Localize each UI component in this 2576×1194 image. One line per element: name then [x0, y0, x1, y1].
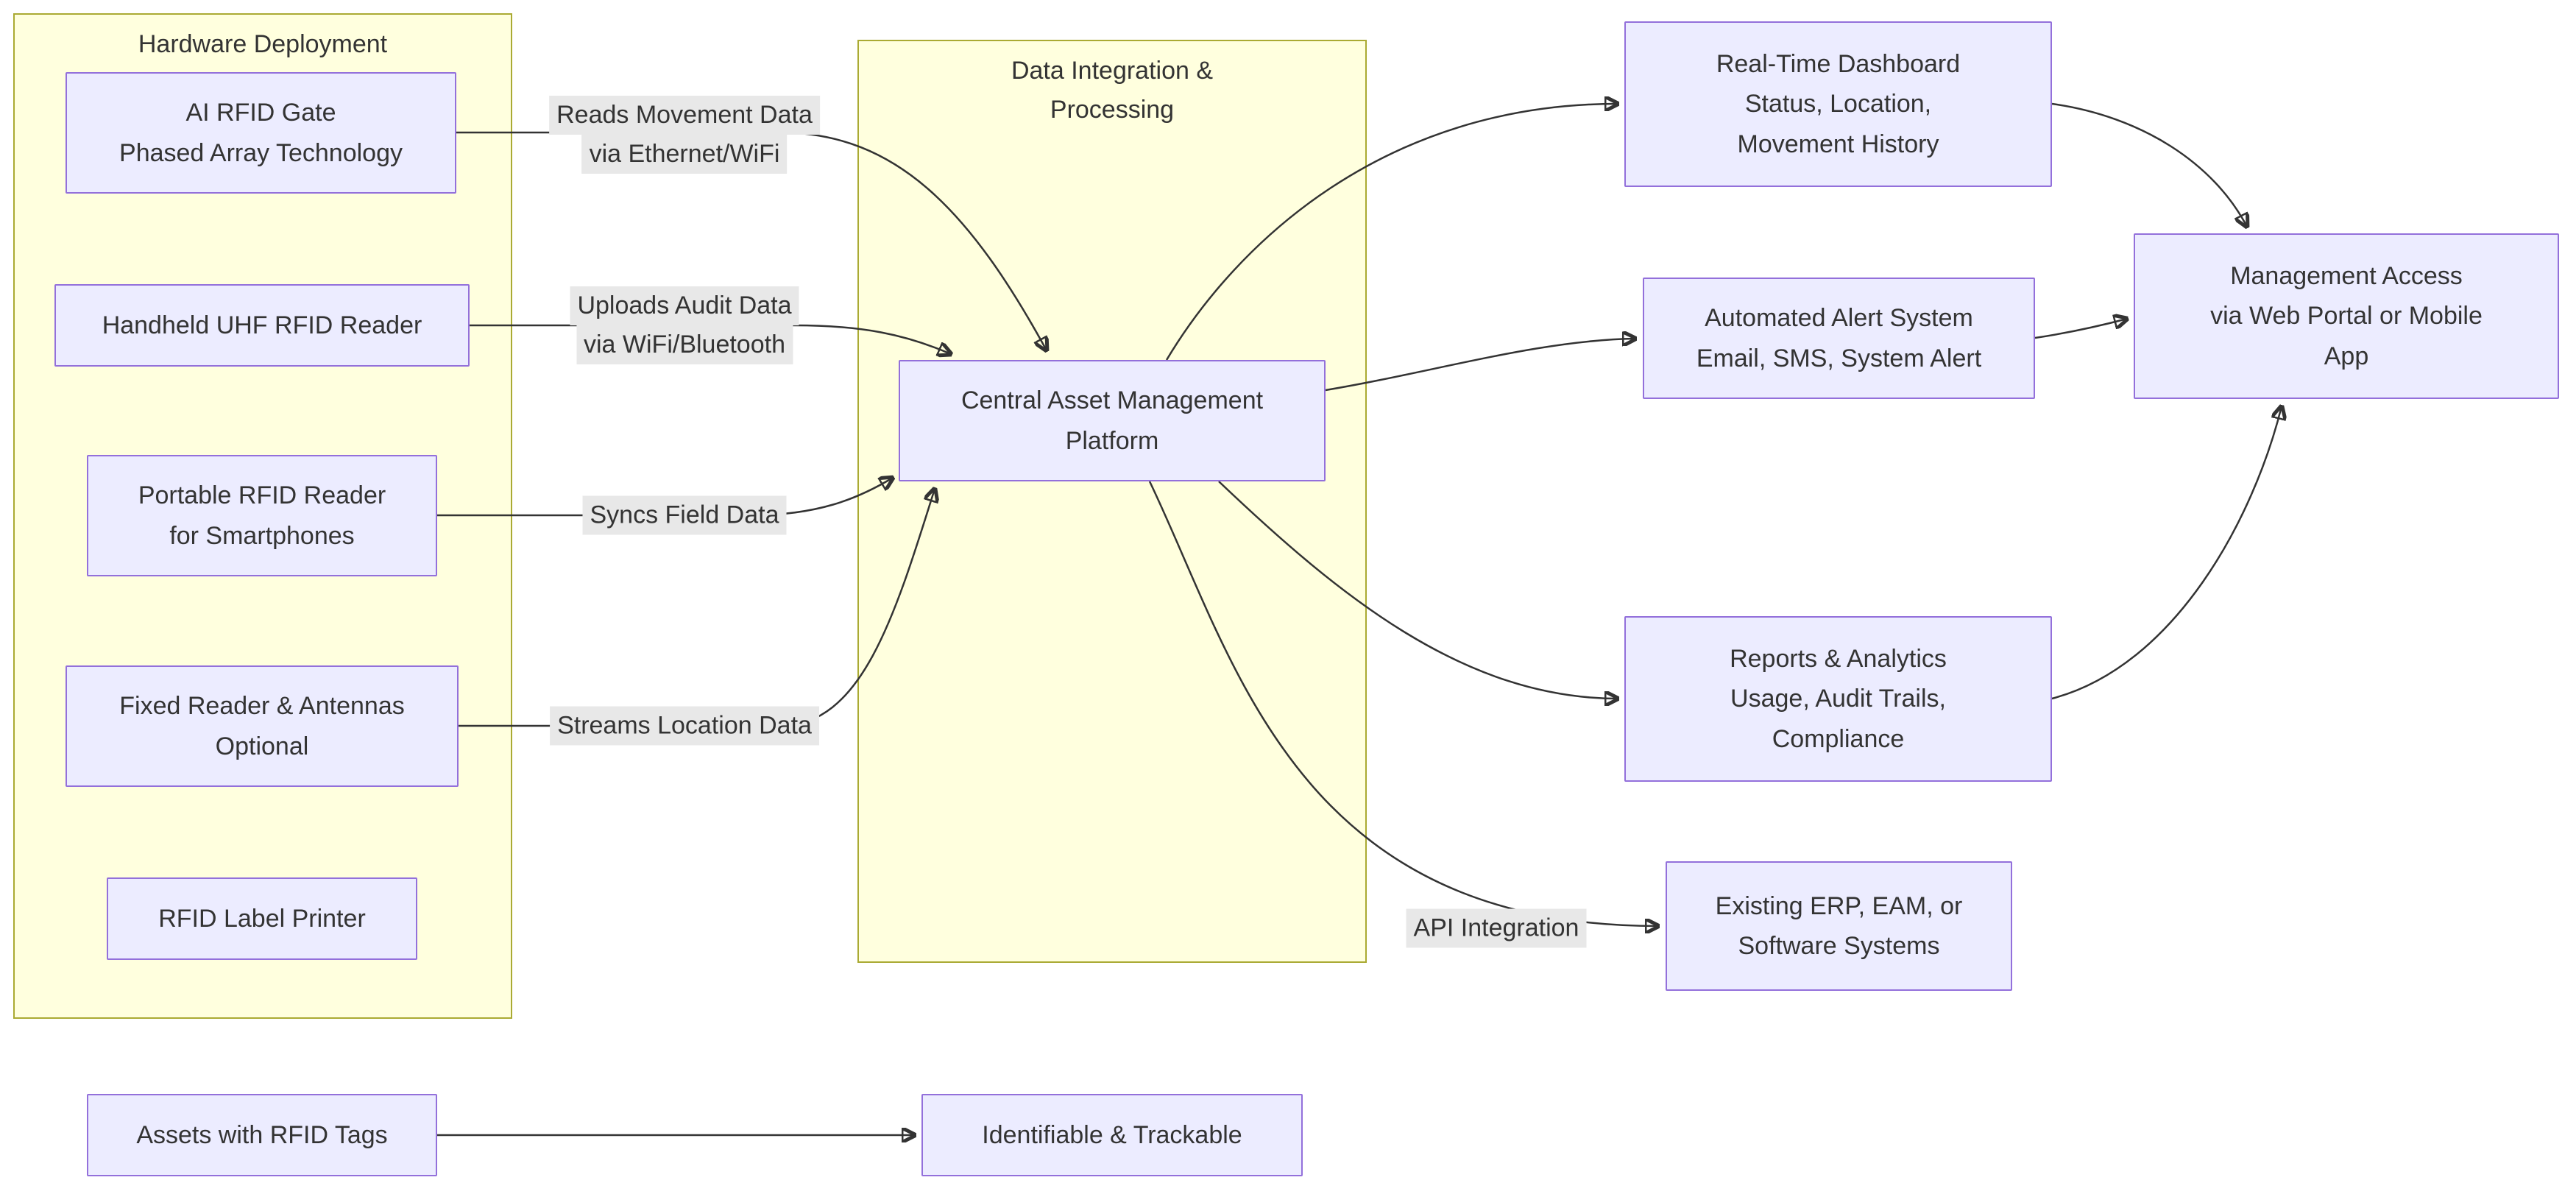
node-alert-system: Automated Alert System Email, SMS, Syste… [1643, 278, 2035, 399]
edge-dashboard-to-management [2051, 102, 2247, 227]
node-portable-reader-line2: for Smartphones [169, 521, 355, 550]
node-central-platform-line2: Platform [1065, 426, 1159, 455]
node-ai-rfid-gate-line1: AI RFID Gate [185, 99, 336, 127]
edge-platform-to-alerts [1325, 339, 1635, 392]
group-data-integration-title-line2: Processing [1050, 95, 1175, 124]
edge-alerts-to-management [2034, 319, 2127, 339]
node-dashboard: Real-Time Dashboard Status, Location, Mo… [1624, 21, 2052, 187]
group-data-integration: Data Integration & Processing [857, 40, 1367, 963]
node-management-access-line3: App [2324, 342, 2369, 370]
node-identifiable-trackable-line1: Identifiable & Trackable [982, 1120, 1242, 1149]
edge-label-api-integration-line1: API Integration [1406, 908, 1587, 948]
edge-platform-to-erp [1148, 481, 1658, 926]
node-existing-erp-line1: Existing ERP, EAM, or [1715, 891, 1963, 920]
edge-reports-to-management [2051, 406, 2282, 700]
node-dashboard-line1: Real-Time Dashboard [1716, 49, 1961, 78]
node-management-access-line2: via Web Portal or Mobile [2210, 302, 2483, 331]
node-dashboard-line3: Movement History [1737, 130, 1939, 158]
node-management-access: Management Access via Web Portal or Mobi… [2134, 233, 2559, 399]
node-existing-erp-line2: Software Systems [1738, 932, 1940, 960]
node-fixed-reader-line1: Fixed Reader & Antennas [119, 692, 405, 721]
node-fixed-reader: Fixed Reader & Antennas Optional [66, 665, 459, 787]
node-central-platform-line1: Central Asset Management [960, 386, 1264, 415]
edge-label-streams-location-data: Streams Location Data [550, 706, 819, 746]
edge-label-streams-location-data-line1: Streams Location Data [550, 706, 819, 746]
edge-ai-gate-to-platform [456, 131, 1047, 350]
node-portable-reader-line1: Portable RFID Reader [138, 481, 386, 510]
edge-label-reads-movement-data-line1: Reads Movement Data [549, 96, 820, 135]
edge-label-syncs-field-data-line1: Syncs Field Data [582, 495, 787, 535]
node-handheld-reader-line1: Handheld UHF RFID Reader [102, 311, 422, 339]
node-reports-analytics-line1: Reports & Analytics [1730, 644, 1947, 673]
node-dashboard-line2: Status, Location, [1744, 90, 1932, 119]
node-assets-rfid-tags-line1: Assets with RFID Tags [136, 1120, 388, 1149]
edge-label-reads-movement-data: Reads Movement Data via Ethernet/WiFi [549, 96, 820, 174]
edge-label-reads-movement-data-line2: via Ethernet/WiFi [581, 135, 788, 174]
node-existing-erp: Existing ERP, EAM, or Software Systems [1666, 861, 2012, 991]
node-identifiable-trackable: Identifiable & Trackable [921, 1094, 1303, 1176]
node-ai-rfid-gate-line2: Phased Array Technology [119, 138, 403, 167]
edge-handheld-to-platform [470, 324, 951, 354]
edge-label-uploads-audit-data: Uploads Audit Data via WiFi/Bluetooth [570, 286, 799, 364]
node-handheld-reader: Handheld UHF RFID Reader [54, 284, 470, 367]
group-data-integration-title-line1: Data Integration & [1011, 57, 1214, 85]
edge-label-uploads-audit-data-line2: via WiFi/Bluetooth [576, 325, 793, 364]
node-alert-system-line1: Automated Alert System [1705, 304, 1973, 333]
node-assets-rfid-tags: Assets with RFID Tags [87, 1094, 437, 1176]
node-alert-system-line2: Email, SMS, System Alert [1696, 344, 1982, 372]
node-label-printer-line1: RFID Label Printer [158, 904, 366, 933]
group-hardware-deployment-title: Hardware Deployment [138, 30, 388, 58]
node-portable-reader: Portable RFID Reader for Smartphones [87, 455, 437, 576]
edge-label-api-integration: API Integration [1406, 908, 1587, 948]
edge-label-uploads-audit-data-line1: Uploads Audit Data [570, 286, 799, 325]
edge-platform-to-reports [1218, 481, 1618, 699]
node-management-access-line1: Management Access [2230, 261, 2463, 290]
node-label-printer: RFID Label Printer [107, 877, 417, 960]
edge-label-syncs-field-data: Syncs Field Data [582, 495, 787, 535]
node-reports-analytics-line2: Usage, Audit Trails, [1730, 685, 1946, 713]
node-reports-analytics: Reports & Analytics Usage, Audit Trails,… [1624, 616, 2052, 782]
node-central-platform: Central Asset Management Platform [899, 360, 1326, 481]
node-reports-analytics-line3: Compliance [1772, 724, 1905, 753]
group-data-integration-title: Data Integration & Processing [859, 41, 1365, 129]
edge-platform-to-dashboard [1165, 104, 1618, 361]
node-ai-rfid-gate: AI RFID Gate Phased Array Technology [66, 72, 456, 194]
node-fixed-reader-line2: Optional [215, 732, 309, 760]
